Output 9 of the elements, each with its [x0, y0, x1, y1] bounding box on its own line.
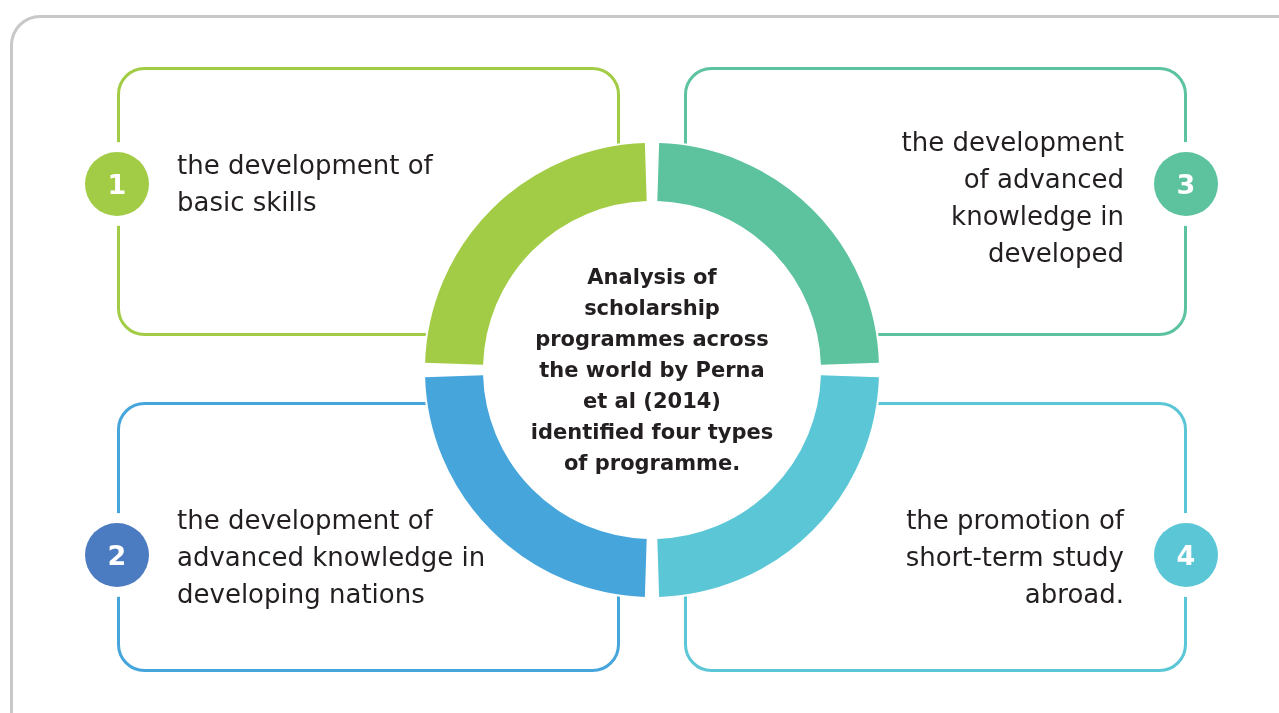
number-badge: 2	[85, 523, 149, 587]
number-badge: 3	[1154, 152, 1218, 216]
card-text: the promotion of short-term study abroad.	[904, 504, 1124, 611]
card-text: the development of advanced knowledge in developing nations	[177, 504, 487, 611]
number-badge: 1	[85, 152, 149, 216]
card-text: the development of basic skills	[177, 149, 435, 219]
card-text: the development of advanced knowledge in developed	[900, 126, 1124, 270]
number-badge: 4	[1154, 523, 1218, 587]
center-text: Analysis of scholarship programmes across the world by Perna et al (2014) identified four types of programme.	[529, 263, 775, 477]
